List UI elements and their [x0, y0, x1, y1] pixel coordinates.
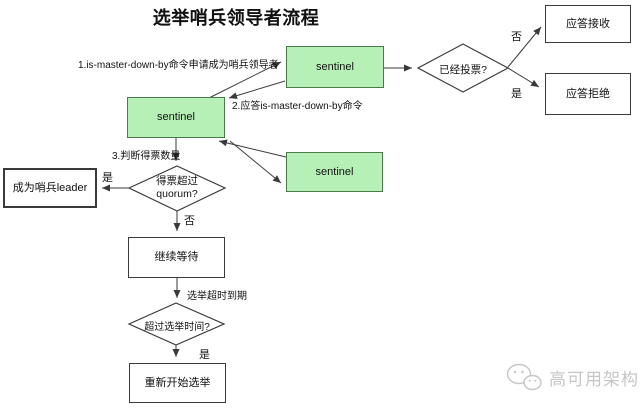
node-reply-reject-label: 应答拒绝 [566, 87, 610, 100]
node-restart-election-label: 重新开始选举 [144, 376, 211, 389]
edge-label-yes-quorum: 是 [102, 172, 113, 184]
edge-label-yes-timeout: 是 [199, 349, 210, 361]
node-reply-reject: 应答拒绝 [545, 73, 631, 115]
node-sentinel-top-label: sentinel [316, 60, 354, 73]
node-sentinel-right: sentinel [286, 152, 383, 192]
node-reply-accept-label: 应答接收 [566, 17, 610, 30]
decision-quorum-label: 得票超过 quorum? [137, 175, 217, 201]
arrow-reply-from-sentinel-right [218, 139, 287, 158]
edge-label-no-quorum: 否 [184, 215, 195, 227]
watermark-text: 高可用架构 [549, 369, 639, 389]
node-keep-waiting-label: 继续等待 [154, 251, 199, 263]
node-sentinel-mid: sentinel [127, 97, 225, 138]
edge-label-no-vote: 否 [511, 31, 522, 43]
edge-label-yes-vote: 是 [511, 88, 522, 100]
decision-election-time-label: 超过选举时间? [144, 322, 210, 333]
edge-label-step1: 1.is-master-down-by命令申请成为哨兵领导者 [78, 60, 279, 71]
node-keep-waiting: 继续等待 [128, 237, 225, 278]
node-restart-election: 重新开始选举 [129, 363, 226, 403]
decision-already-voted-label: 已经投票? [439, 64, 487, 76]
node-become-leader-label: 成为哨兵leader [12, 181, 88, 194]
arrow-request-to-sentinel-right [229, 140, 282, 184]
wechat-icon [506, 363, 542, 391]
node-sentinel-mid-label: sentinel [157, 111, 195, 123]
page-title: 选举哨兵领导者流程 [152, 8, 320, 28]
decision-quorum-label-line1: 得票超过 [156, 175, 198, 187]
arrow-reply-from-sentinel-top [228, 80, 286, 100]
edge-label-step3: 3.判断得票数量 [112, 151, 181, 162]
watermark-badge: 高可用架构 [506, 362, 639, 392]
node-become-leader: 成为哨兵leader [3, 168, 97, 208]
decision-quorum-label-line2: quorum? [156, 188, 198, 200]
edge-label-election-timeout: 选举超时到期 [187, 291, 247, 302]
node-reply-accept: 应答接收 [545, 5, 631, 43]
node-sentinel-right-label: sentinel [315, 165, 354, 178]
node-sentinel-top: sentinel [286, 46, 384, 88]
edge-label-step2: 2.应答is-master-down-by命令 [232, 101, 363, 112]
